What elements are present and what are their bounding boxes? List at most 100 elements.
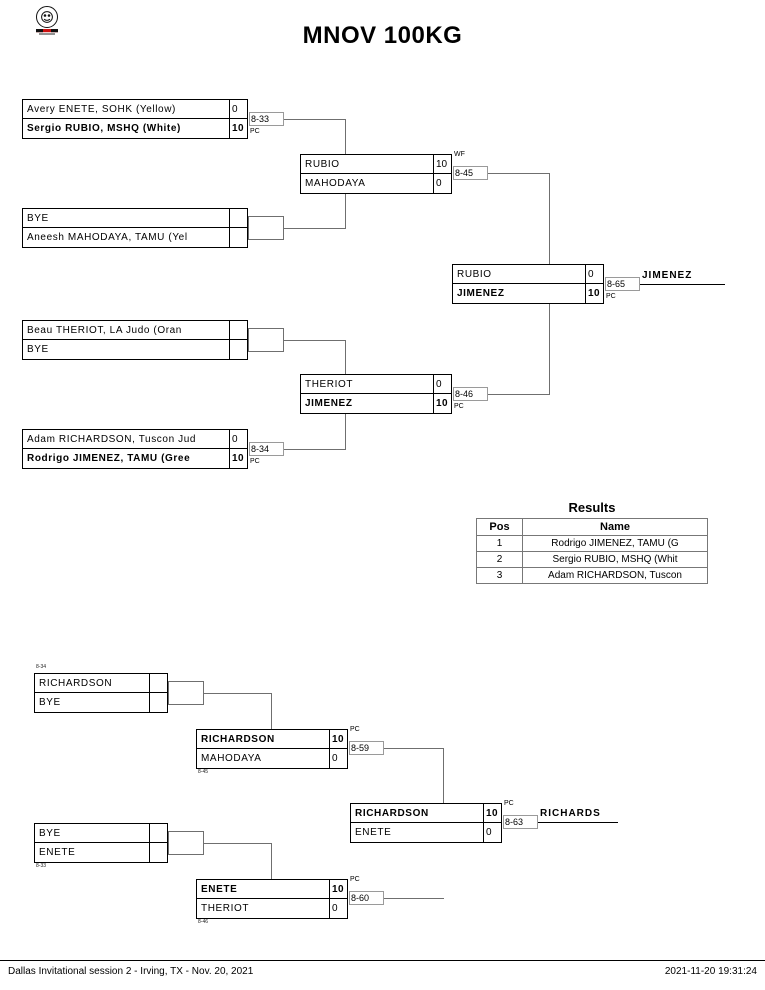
match-row: RICHARDSON 10 — [351, 804, 501, 823]
competitor-score: 10 — [229, 119, 247, 138]
connector-line — [204, 843, 272, 844]
match-note-r3: PC — [350, 726, 360, 733]
connector-line — [488, 173, 550, 174]
competitor-name: Avery ENETE, SOHK (Yellow) — [27, 103, 176, 115]
competitor-score: 0 — [483, 823, 501, 842]
result-pos: 3 — [476, 567, 523, 584]
competitor-score: 10 — [433, 394, 451, 413]
match-box-m6[interactable]: THERIOT 0 JIMENEZ 10 — [300, 374, 452, 414]
competitor-name: THERIOT — [201, 903, 250, 914]
table-row: 3 Adam RICHARDSON, Tuscon — [476, 567, 708, 584]
match-row: BYE — [23, 209, 247, 228]
match-box-m3[interactable]: RUBIO 10 MAHODAYA 0 — [300, 154, 452, 194]
competitor-score: 0 — [433, 174, 451, 193]
match-row: BYE — [35, 824, 167, 843]
results-title: Results — [568, 500, 616, 515]
results-col-name: Name — [522, 518, 708, 536]
match-row: ENETE 0 — [351, 823, 501, 842]
match-box-m4[interactable]: Beau THERIOT, LA Judo (Oran BYE — [22, 320, 248, 360]
competitor-name: THERIOT — [305, 378, 354, 390]
competitor-name: ENETE — [39, 847, 76, 858]
result-name: Rodrigo JIMENEZ, TAMU (G — [522, 535, 708, 552]
match-code-r5: 8-63 — [503, 815, 538, 829]
match-box-r3[interactable]: RICHARDSON 10 MAHODAYA 0 — [196, 729, 348, 769]
match-note-m6: PC — [454, 403, 464, 410]
connector-line — [384, 898, 444, 899]
match-row: JIMENEZ 10 — [301, 394, 451, 413]
competitor-score: 0 — [585, 265, 603, 283]
match-code-m6: 8-46 — [453, 387, 488, 401]
match-code-r3: 8-59 — [349, 741, 384, 755]
match-row: MAHODAYA 0 — [301, 174, 451, 193]
match-row: Sergio RUBIO, MSHQ (White) 10 — [23, 119, 247, 138]
connector-line — [538, 822, 618, 823]
match-code-m5: 8-34 — [249, 442, 284, 456]
match-note-r5: PC — [504, 800, 514, 807]
connector-line — [443, 748, 444, 824]
competitor-score — [149, 674, 167, 692]
match-row: Rodrigo JIMENEZ, TAMU (Gree 10 — [23, 449, 247, 468]
match-note-final: PC — [606, 293, 616, 300]
competitor-score — [229, 228, 247, 247]
connector-line — [384, 748, 444, 749]
match-row: RICHARDSON 10 — [197, 730, 347, 749]
connector-line — [284, 340, 346, 341]
match-note-r4: PC — [350, 876, 360, 883]
competitor-name: BYE — [39, 827, 61, 839]
competitor-name: RICHARDSON — [39, 677, 113, 689]
connector-line — [640, 284, 725, 285]
competitor-score — [149, 693, 167, 712]
match-row: BYE — [23, 340, 247, 359]
competitor-name: MAHODAYA — [305, 178, 366, 189]
feeder-label-r1: 8-34 — [36, 664, 47, 670]
match-row: MAHODAYA 0 — [197, 749, 347, 768]
result-name: Adam RICHARDSON, Tuscon — [522, 567, 708, 584]
competitor-score: 0 — [229, 100, 247, 118]
match-row: RUBIO 0 — [453, 265, 603, 284]
result-pos: 2 — [476, 551, 523, 568]
match-note-m5: PC — [250, 458, 260, 465]
competitor-name: BYE — [27, 212, 49, 224]
match-row: JIMENEZ 10 — [453, 284, 603, 303]
match-box-m5[interactable]: Adam RICHARDSON, Tuscon Jud 0 Rodrigo JI… — [22, 429, 248, 469]
feeder-box-r1 — [168, 681, 204, 705]
result-name: Sergio RUBIO, MSHQ (Whit — [522, 551, 708, 568]
match-box-r1[interactable]: RICHARDSON BYE — [34, 673, 168, 713]
competitor-name: RUBIO — [457, 268, 492, 280]
tournament-logo-icon — [30, 6, 64, 36]
match-box-r2[interactable]: BYE ENETE — [34, 823, 168, 863]
match-code-final: 8-65 — [605, 277, 640, 291]
connector-line — [271, 843, 272, 889]
match-row: Adam RICHARDSON, Tuscon Jud 0 — [23, 430, 247, 449]
connector-line — [284, 228, 346, 229]
match-box-m2[interactable]: BYE Aneesh MAHODAYA, TAMU (Yel — [22, 208, 248, 248]
match-row: Beau THERIOT, LA Judo (Oran — [23, 321, 247, 340]
competitor-score: 10 — [329, 880, 347, 898]
match-box-r5[interactable]: RICHARDSON 10 ENETE 0 — [350, 803, 502, 843]
connector-line — [271, 693, 272, 739]
match-box-m1[interactable]: Avery ENETE, SOHK (Yellow) 0 Sergio RUBI… — [22, 99, 248, 139]
results-col-pos: Pos — [476, 518, 523, 536]
match-box-final[interactable]: RUBIO 0 JIMENEZ 10 — [452, 264, 604, 304]
competitor-score — [229, 209, 247, 227]
competitor-name: RICHARDSON — [201, 733, 275, 745]
competitor-name: Beau THERIOT, LA Judo (Oran — [27, 324, 182, 336]
match-code-r4: 8-60 — [349, 891, 384, 905]
competitor-name: RUBIO — [305, 158, 340, 170]
results-header-row: Pos Name — [476, 518, 708, 536]
match-row: Avery ENETE, SOHK (Yellow) 0 — [23, 100, 247, 119]
feeder-box-m2 — [248, 216, 284, 240]
match-row: THERIOT 0 — [301, 375, 451, 394]
competitor-name: BYE — [39, 697, 61, 708]
competitor-name: RICHARDSON — [355, 807, 429, 819]
footer-divider — [0, 960, 765, 961]
competitor-score: 10 — [329, 730, 347, 748]
match-box-r4[interactable]: ENETE 10 THERIOT 0 — [196, 879, 348, 919]
competitor-name: JIMENEZ — [457, 288, 505, 299]
match-code-m3: 8-45 — [453, 166, 488, 180]
connector-line — [204, 693, 272, 694]
competitor-score — [149, 843, 167, 862]
competitor-name: MAHODAYA — [201, 753, 262, 764]
competitor-name: Rodrigo JIMENEZ, TAMU (Gree — [27, 453, 191, 464]
competitor-name: Sergio RUBIO, MSHQ (White) — [27, 123, 181, 134]
